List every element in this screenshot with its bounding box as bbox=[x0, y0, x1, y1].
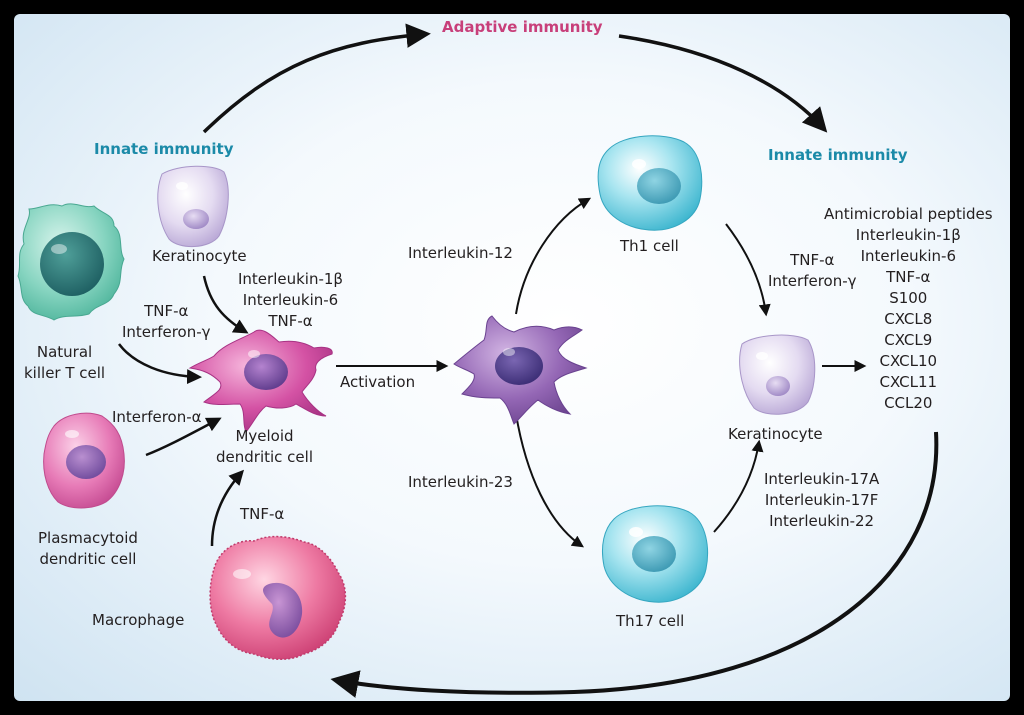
output-item: CXCL10 bbox=[879, 352, 938, 370]
keratinocyte-outputs: Antimicrobial peptides Interleukin-1β In… bbox=[824, 204, 993, 414]
th1-cytokine-2: Interferon-γ bbox=[768, 272, 857, 290]
activation-label: Activation bbox=[340, 373, 416, 391]
nkt-label-line1: Natural bbox=[36, 343, 93, 361]
mdc-label-line2: dendritic cell bbox=[216, 448, 313, 466]
mdc-label-line1: Myeloid bbox=[235, 427, 294, 445]
keratinocyte-right-cell bbox=[739, 334, 816, 415]
keratinocyte-left-cell bbox=[157, 165, 229, 247]
nkt-label: Natural killer T cell bbox=[24, 342, 105, 384]
arrow-innate-to-adaptive bbox=[202, 23, 431, 134]
output-item: TNF-α bbox=[886, 268, 931, 286]
th1-cytokines: TNF-α Interferon-γ bbox=[768, 250, 857, 292]
th17-cell bbox=[601, 505, 709, 603]
il12-label: Interleukin-12 bbox=[408, 244, 513, 262]
arrow-th17-to-keratinocyte bbox=[713, 439, 764, 533]
th17-cytokine-3: Interleukin-22 bbox=[769, 512, 875, 530]
arrow-pdc-to-mdc bbox=[145, 417, 222, 457]
kc-cytokine-3: TNF-α bbox=[268, 312, 313, 330]
mdc-cell bbox=[188, 329, 333, 433]
output-item: Interleukin-6 bbox=[860, 247, 956, 265]
macrophage-cytokine-label: TNF-α bbox=[240, 505, 285, 523]
nkt-cytokines: TNF-α Interferon-γ bbox=[122, 301, 211, 343]
innate-immunity-right-header: Innate immunity bbox=[768, 146, 908, 164]
macrophage-label: Macrophage bbox=[92, 611, 185, 629]
output-item: Interleukin-1β bbox=[855, 226, 961, 244]
diagram-canvas bbox=[17, 23, 939, 698]
arrow-bottom-return bbox=[330, 431, 939, 698]
nkt-cytokine-1: TNF-α bbox=[144, 302, 189, 320]
diagram-frame: Adaptive immunity Innate immunity Innate… bbox=[14, 14, 1010, 701]
innate-immunity-left-header: Innate immunity bbox=[94, 140, 234, 158]
output-item: CXCL9 bbox=[884, 331, 933, 349]
pdc-cytokine-label: Interferon-α bbox=[112, 408, 202, 426]
adaptive-immunity-header: Adaptive immunity bbox=[442, 18, 603, 36]
arrow-th1-to-keratinocyte bbox=[725, 223, 771, 317]
keratinocyte-cytokines: Interleukin-1β Interleukin-6 TNF-α bbox=[238, 269, 343, 332]
keratinocyte-right-label: Keratinocyte bbox=[728, 425, 823, 443]
th17-cytokine-2: Interleukin-17F bbox=[764, 491, 879, 509]
nkt-label-line2: killer T cell bbox=[24, 364, 106, 382]
activated-dc-cell bbox=[453, 315, 588, 425]
nkt-cell bbox=[17, 203, 125, 321]
arrow-keratinocyte-to-mdc bbox=[202, 275, 249, 334]
arrow-macrophage-to-mdc bbox=[210, 469, 245, 547]
pdc-label-line1: Plasmacytoid bbox=[38, 529, 138, 547]
arrow-nkt-to-mdc bbox=[118, 343, 202, 385]
th17-cytokines: Interleukin-17A Interleukin-17F Interleu… bbox=[764, 469, 879, 532]
mdc-label: Myeloid dendritic cell bbox=[216, 426, 313, 468]
th1-cytokine-1: TNF-α bbox=[790, 251, 835, 269]
keratinocyte-left-label: Keratinocyte bbox=[152, 247, 247, 265]
pdc-label: Plasmacytoid dendritic cell bbox=[38, 528, 138, 570]
nkt-cytokine-2: Interferon-γ bbox=[122, 323, 211, 341]
output-item: S100 bbox=[889, 289, 928, 307]
th17-cytokine-1: Interleukin-17A bbox=[764, 470, 880, 488]
th1-cell bbox=[597, 135, 703, 231]
arrow-to-th1 bbox=[515, 197, 592, 315]
th17-label: Th17 cell bbox=[616, 612, 685, 630]
pdc-label-line2: dendritic cell bbox=[39, 550, 137, 568]
th1-label: Th1 cell bbox=[620, 237, 679, 255]
output-item: Antimicrobial peptides bbox=[824, 205, 993, 223]
output-item: CCL20 bbox=[884, 394, 933, 412]
output-item: CXCL8 bbox=[884, 310, 933, 328]
pdc-cell bbox=[43, 412, 125, 509]
kc-cytokine-2: Interleukin-6 bbox=[242, 291, 339, 309]
il23-label: Interleukin-23 bbox=[408, 473, 513, 491]
macrophage-cell bbox=[209, 535, 347, 660]
arrow-adaptive-to-innate bbox=[618, 34, 828, 133]
arrow-to-th17 bbox=[515, 413, 584, 548]
kc-cytokine-1: Interleukin-1β bbox=[238, 270, 343, 288]
output-item: CXCL11 bbox=[879, 373, 938, 391]
